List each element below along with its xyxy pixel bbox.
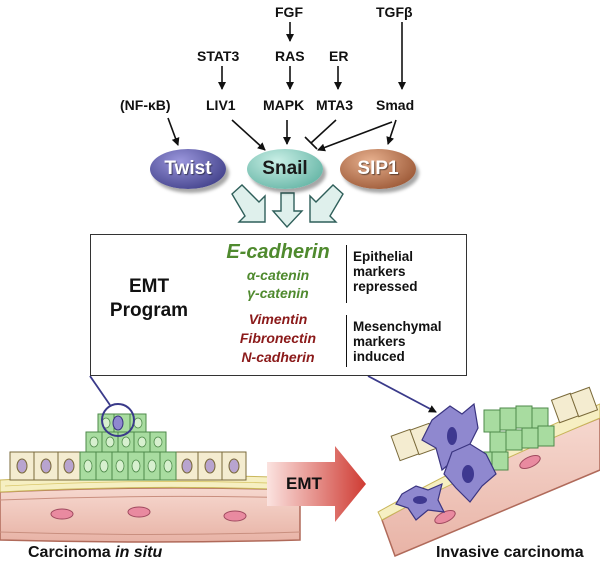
zoom-line-right bbox=[367, 375, 437, 413]
label-tgfb: TGFβ bbox=[376, 4, 413, 20]
marker-fibronectin: Fibronectin bbox=[239, 330, 317, 346]
arrow-smad-snail bbox=[317, 121, 393, 152]
emt-transition-arrow bbox=[267, 446, 366, 522]
arrow-smad-sip1 bbox=[386, 119, 397, 145]
epithelial-group-label: Epithelial markers repressed bbox=[353, 249, 418, 294]
right-tumor-cells bbox=[475, 405, 555, 471]
label-smad: Smad bbox=[376, 97, 415, 113]
snail-factor: Snail bbox=[247, 149, 323, 189]
signal-arrows bbox=[167, 22, 406, 152]
marker-gamma-catenin: γ-catenin bbox=[247, 285, 309, 301]
mesenchymal-group-label: Mesenchymal markers induced bbox=[353, 319, 442, 364]
label-nfkb: (NF-κB) bbox=[120, 97, 171, 113]
zoom-line-left bbox=[89, 375, 111, 406]
snail-label: Snail bbox=[262, 158, 308, 179]
emt-title-line1: EMT bbox=[128, 276, 170, 297]
inhibit-bar bbox=[304, 136, 318, 150]
marker-alpha-catenin: α-catenin bbox=[246, 267, 310, 283]
caption-invasive-carcinoma: Invasive carcinoma bbox=[436, 544, 584, 561]
emt-transition-label: EMT bbox=[286, 474, 322, 493]
left-tissue bbox=[0, 375, 301, 543]
left-epithelium bbox=[9, 451, 247, 481]
emt-program-box: EMT Program E-cadherin α-catenin γ-caten… bbox=[90, 234, 467, 376]
caption-carcinoma-in-situ: Carcinoma in situ bbox=[28, 544, 163, 561]
marker-e-cadherin: E-cadherin bbox=[226, 241, 330, 263]
block-arrow-right bbox=[309, 184, 344, 223]
block-arrow-left bbox=[231, 184, 266, 223]
label-ras: RAS bbox=[275, 48, 305, 64]
sip1-label: SIP1 bbox=[357, 158, 399, 179]
mesenchymal-nuclei bbox=[413, 427, 474, 504]
block-arrows bbox=[231, 184, 344, 229]
emt-title-line2: Program bbox=[109, 300, 189, 321]
marker-vimentin: Vimentin bbox=[248, 311, 308, 327]
left-nuclei bbox=[83, 417, 173, 473]
mesenchymal-bracket bbox=[346, 315, 347, 367]
label-liv1: LIV1 bbox=[206, 97, 236, 113]
sip1-factor: SIP1 bbox=[340, 149, 416, 189]
label-mapk: MAPK bbox=[263, 97, 305, 113]
right-tissue bbox=[367, 375, 600, 557]
emt-program-title: EMT Program bbox=[103, 275, 195, 323]
block-arrow-center bbox=[271, 192, 304, 229]
inhibit-mta3-snail bbox=[310, 119, 337, 144]
label-er: ER bbox=[329, 48, 349, 64]
highlighted-cell-nucleus bbox=[112, 415, 124, 431]
marker-n-cadherin: N-cadherin bbox=[241, 349, 315, 365]
arrow-nfkb-twist bbox=[167, 117, 180, 146]
twist-label: Twist bbox=[164, 158, 212, 179]
epithelial-bracket bbox=[346, 245, 347, 303]
label-stat3: STAT3 bbox=[197, 48, 240, 64]
label-mta3: MTA3 bbox=[316, 97, 354, 113]
twist-factor: Twist bbox=[150, 149, 226, 189]
highlight-circle bbox=[101, 403, 135, 437]
label-fgf: FGF bbox=[275, 4, 303, 20]
arrow-liv1-snail bbox=[231, 119, 266, 151]
